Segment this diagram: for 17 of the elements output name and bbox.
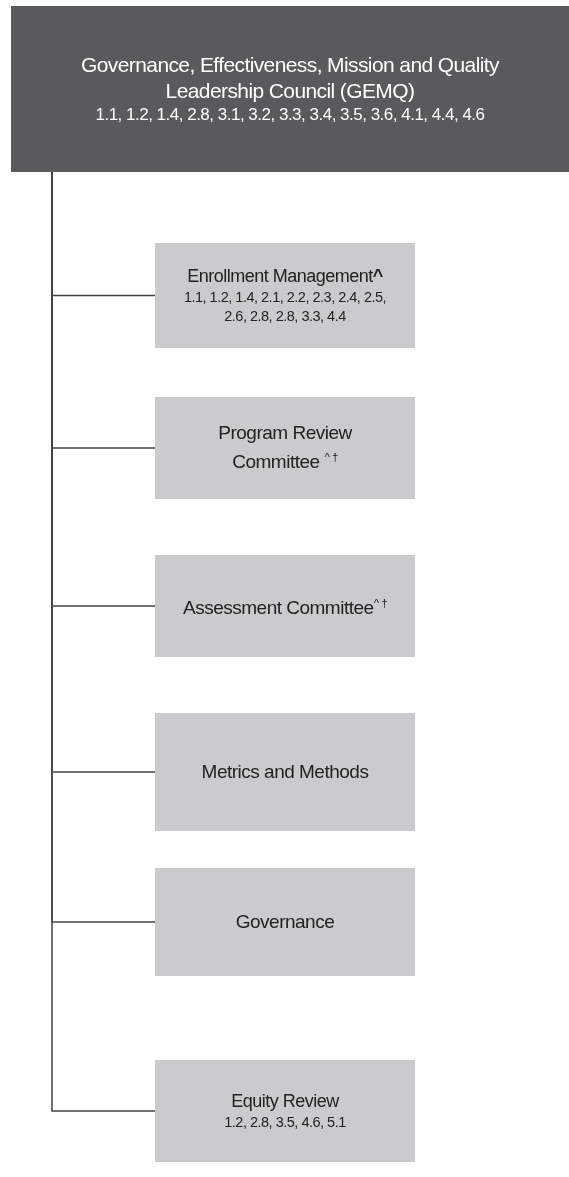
box-title: Governance, Effectiveness, Mission and Quality Leadership Council (GEMQ) — [80, 52, 501, 104]
committee-box — [155, 397, 415, 499]
committee-box — [155, 868, 415, 976]
box-title: Governance — [235, 910, 335, 934]
standards-list: 1.1, 1.2, 1.4, 2.1, 2.2, 2.3, 2.4, 2.5, 2.6, 2.8, 2.8, 3.3, 4.4 — [173, 288, 397, 326]
box-title: Enrollment Management^ — [187, 265, 383, 288]
box-title: Assessment Committee$^{^ †}$ — [183, 596, 387, 621]
box-title: Program Review Committee $^{^ †}$ — [217, 421, 353, 475]
committee-box — [155, 713, 415, 831]
standards-list: 1.1, 1.2, 1.4, 2.8, 3.1, 3.2, 3.3, 3.4, 3.5, 3.6, 4.1, 4.4, 4.6 — [95, 104, 485, 126]
committee-box — [155, 555, 415, 657]
box-title: Metrics and Methods — [201, 760, 369, 784]
box-title: Equity Review — [231, 1090, 339, 1113]
standards-list: 1.2, 2.8, 3.5, 4.6, 5.1 — [224, 1113, 346, 1132]
committee-box — [155, 1060, 415, 1162]
committee-box — [155, 243, 415, 348]
council-box — [11, 6, 569, 172]
